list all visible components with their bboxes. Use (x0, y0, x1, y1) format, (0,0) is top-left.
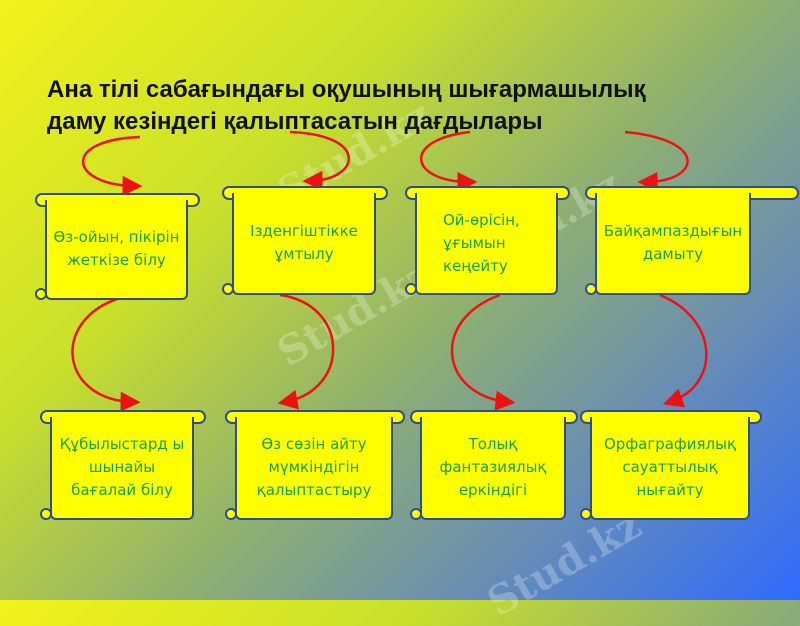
arrow (624, 130, 689, 192)
arrow (420, 130, 478, 192)
arrow (81, 135, 143, 196)
skill-scroll: Байқампаздығын дамыту (585, 186, 799, 295)
skill-scroll: Ой-өрісін, ұғымын кеңейту (405, 186, 570, 295)
arrow (450, 293, 516, 411)
skill-scroll: Толық фантазиялық еркіндігі (410, 410, 578, 520)
skill-scroll: Құбылыстард ы шынайы бағалай білу (40, 410, 206, 520)
slide-title: Ана тілі сабағындағы оқушының шығармашыл… (47, 76, 646, 135)
skill-scroll: Ізденгіштікке ұмтылу (222, 186, 388, 295)
skill-scroll: Орфаграфиялық сауаттылық нығайту (580, 410, 762, 520)
arrow (71, 296, 141, 412)
skill-scroll: Өз-ойын, пікірін жеткізе білу (35, 193, 200, 300)
arrow (659, 293, 708, 408)
arrows (71, 130, 708, 412)
arrow (277, 293, 335, 410)
skill-scroll: Өз сөзін айту мүмкіндігін қалыптастыру (225, 410, 405, 520)
arrow (289, 130, 350, 191)
